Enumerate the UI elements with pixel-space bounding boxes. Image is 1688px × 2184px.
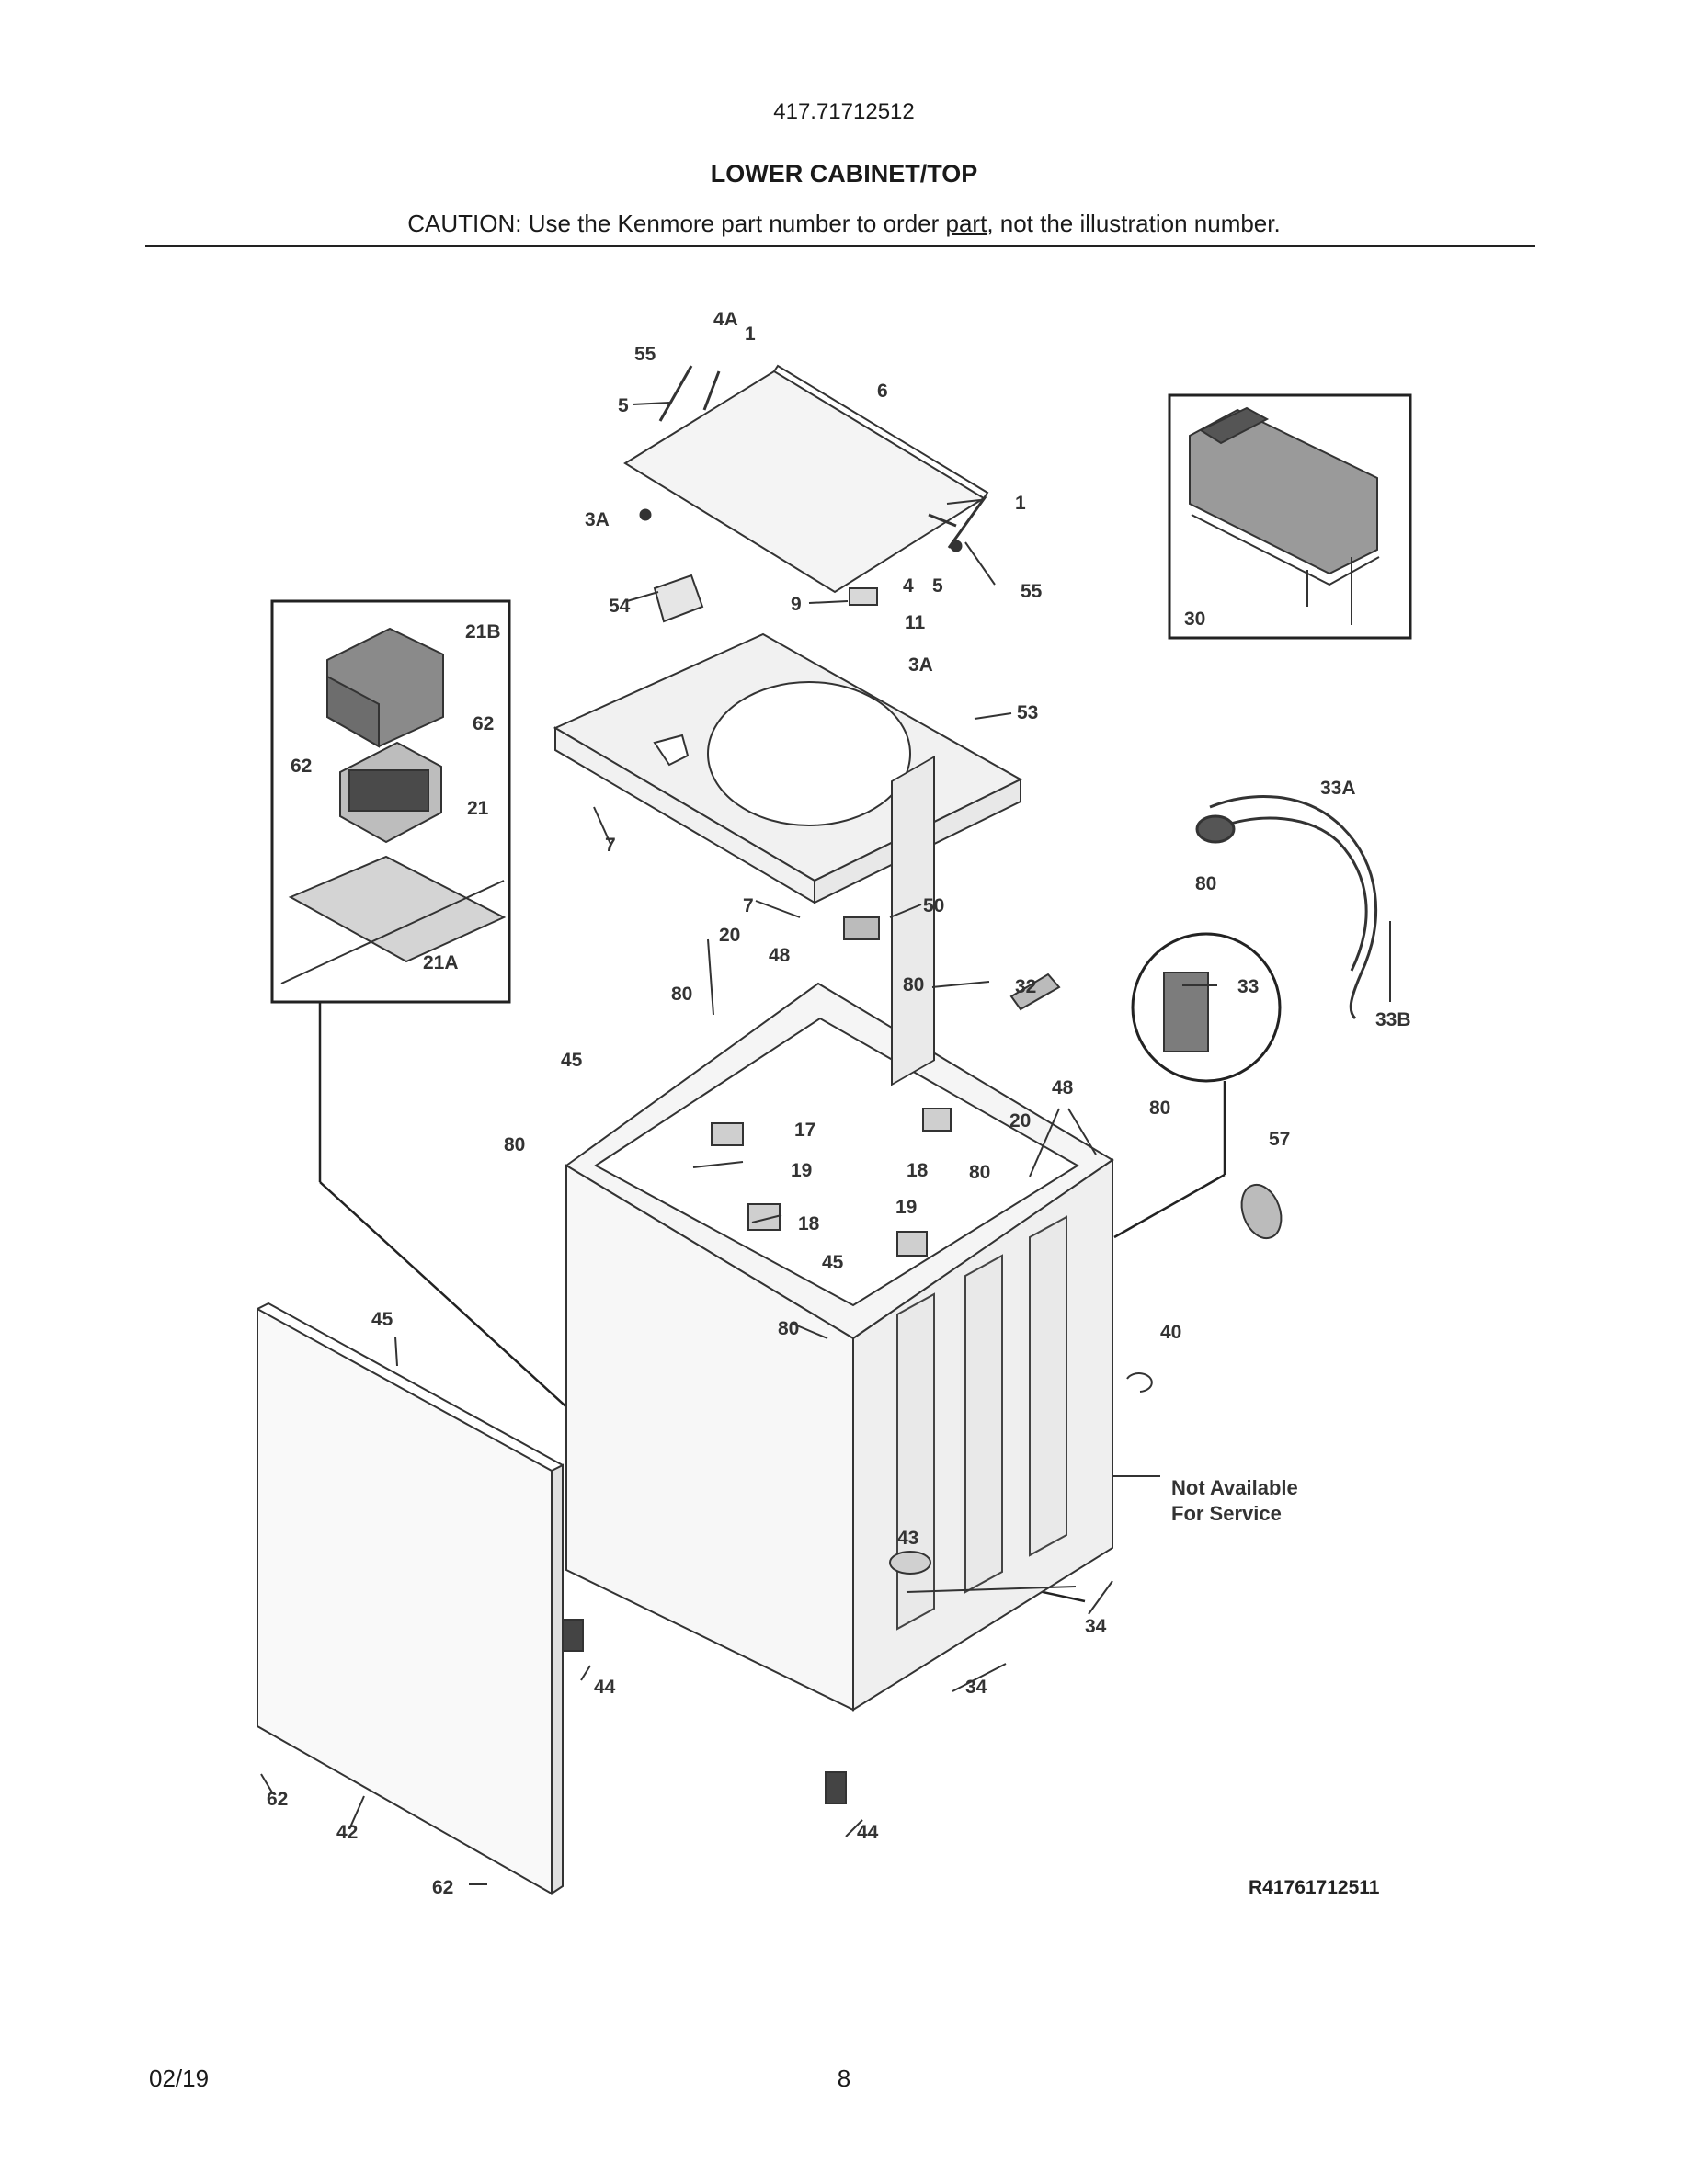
cabinet-side-ribs: [896, 1215, 1067, 1631]
caution-note: CAUTION: Use the Kenmore part number to …: [0, 210, 1688, 238]
caution-part-word: part: [945, 210, 987, 237]
callout-62: 62: [291, 756, 312, 777]
callout-30: 30: [1184, 609, 1205, 630]
callout-42: 42: [336, 1822, 358, 1843]
callout-18: 18: [798, 1213, 820, 1234]
callout-80: 80: [671, 984, 692, 1005]
callout-44: 44: [857, 1822, 879, 1843]
callout-48: 48: [769, 945, 791, 966]
callout-20: 20: [1009, 1110, 1031, 1132]
callout-53: 53: [1017, 702, 1038, 723]
callout-55: 55: [634, 344, 656, 365]
circle-drain-pump: [1131, 932, 1282, 1083]
callout-44: 44: [594, 1677, 616, 1698]
callout-11: 11: [905, 612, 926, 633]
inner-brackets: [711, 1108, 952, 1257]
callout-7: 7: [743, 895, 754, 916]
callout-33A: 33A: [1320, 778, 1356, 799]
revision-date: 02/19: [149, 2065, 210, 2092]
callout-labels: 4A 1 55 5 6 3A 1 4 5 55 54 9 11 3A 21B 6…: [267, 309, 1411, 1898]
callout-1: 1: [745, 324, 756, 345]
not-available-line-2: For Service: [1171, 1502, 1282, 1525]
callout-80: 80: [969, 1162, 990, 1183]
not-available-line-1: Not Available: [1171, 1476, 1298, 1499]
caution-suffix: , not the illustration number.: [987, 210, 1281, 237]
callout-34: 34: [965, 1677, 987, 1698]
callout-32: 32: [1015, 976, 1036, 997]
callout-33: 33: [1237, 976, 1259, 997]
model-number: 417.71712512: [773, 99, 915, 124]
cabinet-body: [565, 755, 1114, 1712]
header-rule: [145, 245, 1535, 247]
drawing-reference-number: R41761712511: [1249, 1877, 1380, 1898]
callout-80: 80: [1149, 1098, 1170, 1119]
callout-80: 80: [504, 1134, 525, 1155]
callout-7: 7: [605, 835, 616, 856]
lid-hinge-hardware: [639, 365, 987, 552]
inlet-hose-part: [1195, 794, 1377, 1020]
front-panel-part: [257, 1302, 564, 1895]
foot-part: [889, 1551, 931, 1575]
page-number: 8: [837, 2065, 851, 2092]
control-board-parts: [280, 627, 507, 984]
callout-80: 80: [903, 974, 924, 995]
callout-5: 5: [618, 395, 629, 416]
callout-62: 62: [267, 1789, 288, 1810]
inset-user-interface: [1168, 393, 1412, 640]
callout-leader-lines: [260, 402, 1391, 1885]
callout-5: 5: [932, 575, 943, 597]
callout-45: 45: [822, 1252, 844, 1273]
callout-34: 34: [1085, 1616, 1107, 1637]
callout-54: 54: [609, 596, 631, 617]
callout-19: 19: [791, 1160, 812, 1181]
callout-33B: 33B: [1375, 1009, 1411, 1030]
callout-45: 45: [561, 1050, 583, 1071]
callout-18: 18: [907, 1160, 929, 1181]
callout-57: 57: [1269, 1129, 1290, 1150]
callout-3A: 3A: [585, 509, 610, 530]
callout-17: 17: [794, 1120, 815, 1141]
inset-control-board: [270, 599, 511, 1004]
callout-9: 9: [791, 594, 802, 615]
callout-62: 62: [432, 1877, 453, 1898]
callout-50: 50: [923, 895, 944, 916]
callout-62: 62: [473, 713, 494, 734]
callout-4: 4: [903, 575, 914, 597]
callout-21A: 21A: [423, 952, 459, 973]
callout-48: 48: [1052, 1077, 1074, 1098]
lid-part: [623, 364, 989, 594]
callout-19: 19: [895, 1197, 917, 1218]
caution-prefix: CAUTION: Use the Kenmore part number to …: [407, 210, 946, 237]
callout-21B: 21B: [465, 621, 501, 643]
diverter-part: [653, 574, 704, 623]
callout-4A: 4A: [713, 309, 738, 330]
callout-45: 45: [371, 1309, 393, 1330]
callout-20: 20: [719, 925, 740, 946]
loose-small-parts: [843, 916, 1283, 1393]
callout-55: 55: [1021, 581, 1043, 602]
callout-80: 80: [778, 1318, 799, 1339]
callout-6: 6: [877, 381, 888, 402]
ui-console-parts: [1189, 406, 1380, 625]
callout-21: 21: [467, 798, 489, 819]
callout-3A: 3A: [908, 654, 933, 676]
top-panel-part: [553, 632, 1023, 904]
page-title: LOWER CABINET/TOP: [710, 160, 978, 188]
callout-40: 40: [1160, 1322, 1181, 1343]
hinge-bracket-part: [849, 587, 878, 606]
callout-1: 1: [1015, 493, 1026, 514]
callout-80: 80: [1195, 873, 1216, 894]
callout-43: 43: [897, 1528, 918, 1549]
drain-pump-part: [1163, 972, 1209, 1052]
leveling-legs: [562, 1619, 847, 1804]
